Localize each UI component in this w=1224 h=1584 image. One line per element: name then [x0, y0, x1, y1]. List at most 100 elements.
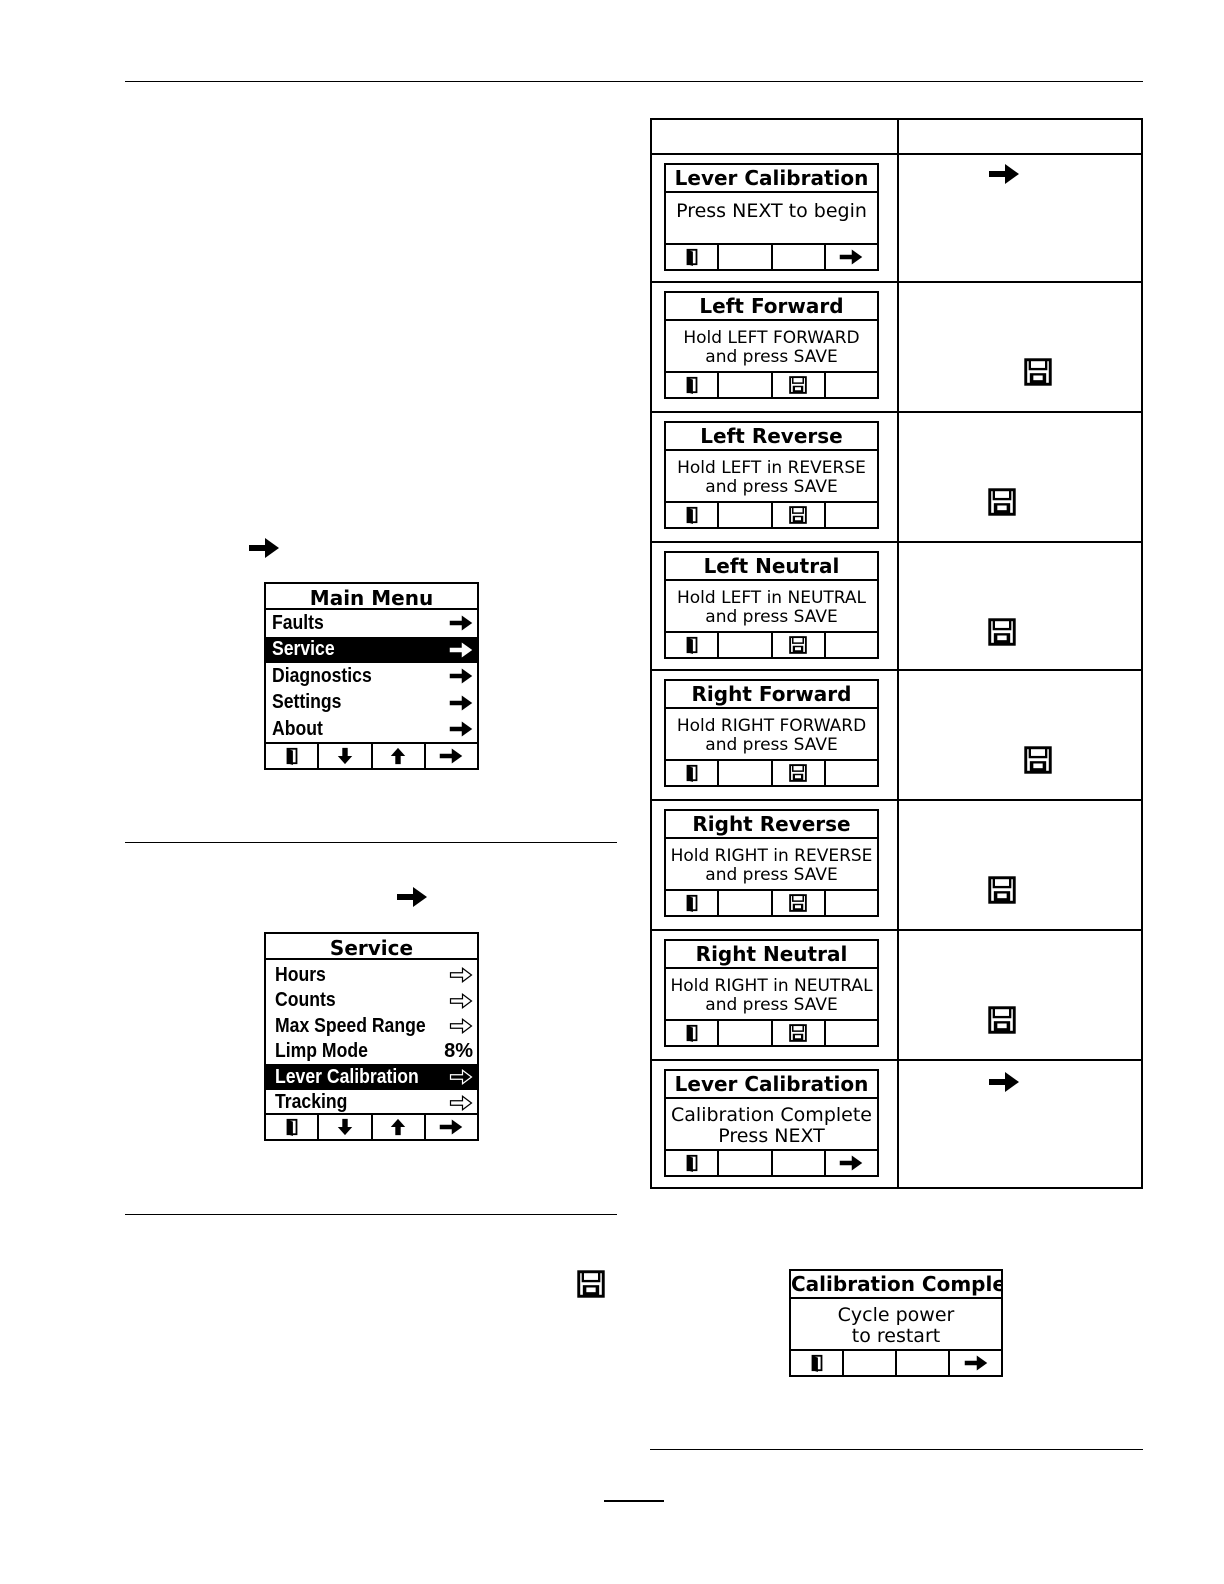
- step-keys: [666, 371, 877, 397]
- step-keys: [666, 1149, 877, 1175]
- main-menu-title: Main Menu: [266, 584, 477, 610]
- step-line-2: and press SAVE: [705, 865, 838, 885]
- step-line-2: and press SAVE: [705, 477, 838, 497]
- step-line-1: Hold RIGHT in REVERSE: [670, 846, 873, 866]
- menu-item: Faults: [266, 610, 477, 636]
- menu-item: Counts: [266, 988, 477, 1014]
- main-menu-key-4: [423, 744, 477, 768]
- menu-item: Diagnostics: [266, 663, 477, 689]
- step-line-1: Calibration Complete: [671, 1104, 872, 1126]
- step-line-2: and press SAVE: [705, 735, 838, 755]
- step-key-3: [770, 891, 824, 915]
- save-icon: [988, 876, 1016, 904]
- step-key-2: [717, 761, 770, 785]
- step-title: Left Forward: [666, 293, 877, 321]
- complete-key-1: [791, 1351, 842, 1375]
- arrow-right-icon: [839, 1154, 863, 1172]
- exit-icon: [683, 1154, 701, 1172]
- step-keys: [666, 501, 877, 527]
- step-keys: [666, 631, 877, 657]
- service-menu-key-1: [266, 1115, 317, 1139]
- step-key-2: [717, 1151, 770, 1175]
- step-key-2: [717, 891, 770, 915]
- save-icon: [789, 636, 807, 654]
- page-number-rule: [604, 1500, 664, 1502]
- arrow-up-icon: [389, 1118, 407, 1136]
- step-key-2: [717, 245, 770, 269]
- arrow-down-icon: [336, 1118, 354, 1136]
- step-key-3: [770, 761, 824, 785]
- menu-item: About: [266, 716, 477, 742]
- save-icon: [789, 1024, 807, 1042]
- table-row-rule: [652, 411, 1141, 413]
- arrow-right-outline-icon: [449, 1068, 473, 1086]
- step-key-3: [770, 503, 824, 527]
- section-rule: [125, 842, 617, 843]
- step-title: Left Reverse: [666, 423, 877, 451]
- table-row-rule: [652, 281, 1141, 283]
- save-icon: [789, 506, 807, 524]
- step-key-3: [770, 245, 824, 269]
- exit-icon: [683, 376, 701, 394]
- menu-item-label: Limp Mode: [275, 1040, 368, 1062]
- complete-key-2: [842, 1351, 895, 1375]
- menu-item-label: About: [272, 717, 323, 740]
- exit-icon: [808, 1354, 826, 1372]
- step-key-4: [823, 761, 877, 785]
- exit-icon: [683, 764, 701, 782]
- menu-item-value: 8%: [444, 1040, 473, 1062]
- step-keys: [666, 759, 877, 785]
- step-key-1: [666, 1151, 717, 1175]
- save-icon: [789, 894, 807, 912]
- main-menu-key-3: [370, 744, 424, 768]
- calibration-complete-screen: Calibration Complete Cycle power to rest…: [789, 1269, 1003, 1377]
- save-icon: [577, 1270, 605, 1298]
- step-title: Right Forward: [666, 681, 877, 709]
- exit-icon: [683, 636, 701, 654]
- arrow-up-icon: [389, 747, 407, 765]
- step-title: Right Neutral: [666, 941, 877, 969]
- save-icon: [1024, 358, 1052, 386]
- arrow-right-icon: [449, 720, 473, 738]
- step-line-1: Press NEXT to begin: [676, 200, 867, 222]
- header-rule: [125, 81, 1143, 82]
- save-icon: [988, 1006, 1016, 1034]
- save-icon: [988, 618, 1016, 646]
- menu-item-label: Faults: [272, 611, 324, 634]
- menu-item: Tracking: [266, 1090, 477, 1116]
- arrow-right-icon: [839, 248, 863, 266]
- menu-item: Hours: [266, 962, 477, 988]
- step-title: Lever Calibration: [666, 165, 877, 193]
- menu-item-label: Counts: [275, 989, 336, 1011]
- complete-key-3: [895, 1351, 948, 1375]
- menu-item: Service: [266, 636, 477, 663]
- menu-item-label: Max Speed Range: [275, 1014, 426, 1037]
- service-menu-key-4: [423, 1115, 477, 1139]
- arrow-right-icon: [449, 641, 473, 659]
- step-key-1: [666, 1021, 717, 1045]
- service-menu-key-3: [370, 1115, 424, 1139]
- exit-icon: [683, 1024, 701, 1042]
- table-row-rule: [652, 541, 1141, 543]
- menu-item: Max Speed Range: [266, 1013, 477, 1039]
- menu-item: Settings: [266, 690, 477, 716]
- service-menu-keys: [266, 1113, 477, 1139]
- arrow-right-outline-icon: [449, 1094, 473, 1112]
- table-row-rule: [652, 929, 1141, 931]
- arrow-right-icon: [988, 1070, 1020, 1094]
- step-line-1: Hold LEFT in NEUTRAL: [677, 588, 866, 608]
- exit-icon: [683, 506, 701, 524]
- step-key-1: [666, 891, 717, 915]
- step-key-1: [666, 245, 717, 269]
- calibration-complete-line-1: Cycle power: [837, 1304, 955, 1326]
- save-icon: [988, 488, 1016, 516]
- menu-item-label: Lever Calibration: [275, 1065, 419, 1088]
- exit-icon: [283, 1118, 301, 1136]
